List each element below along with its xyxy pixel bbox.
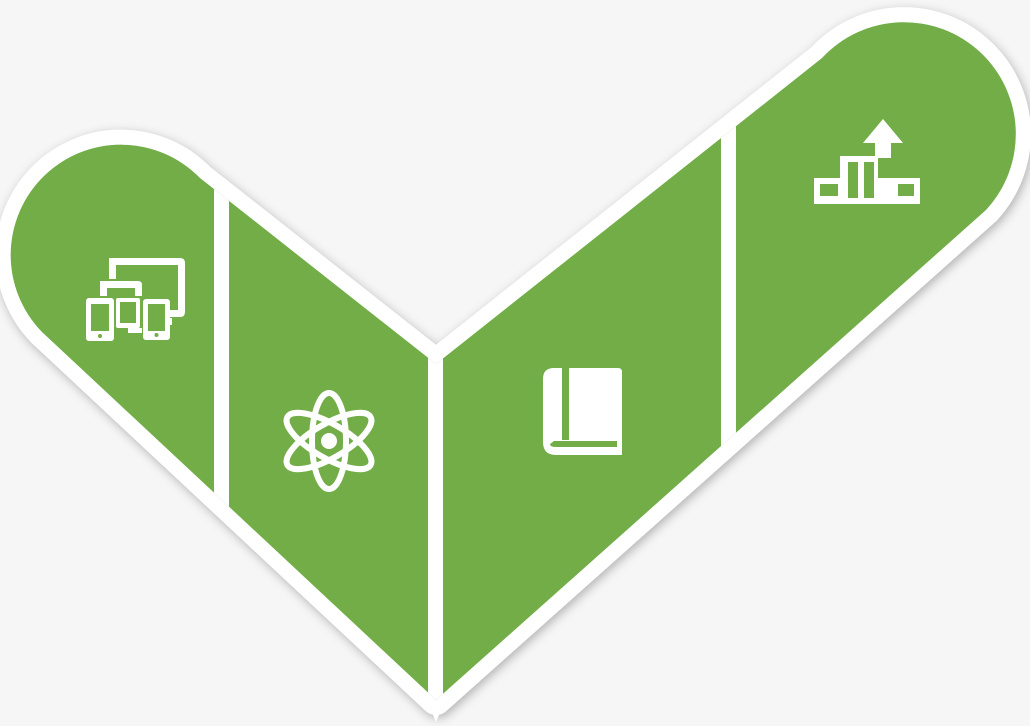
- responsive-devices-icon: [86, 258, 185, 341]
- checkmark-body: [10, 22, 1016, 701]
- divider-1: [214, 22, 229, 701]
- segment-3: [543, 368, 622, 455]
- segment-2: [283, 390, 375, 492]
- atom-icon: [283, 390, 375, 492]
- growth-chart-icon: [814, 119, 920, 204]
- segment-1: [86, 258, 185, 341]
- segment-4: [814, 119, 920, 204]
- checkmark-tip: [430, 708, 442, 722]
- book-icon: [543, 368, 622, 455]
